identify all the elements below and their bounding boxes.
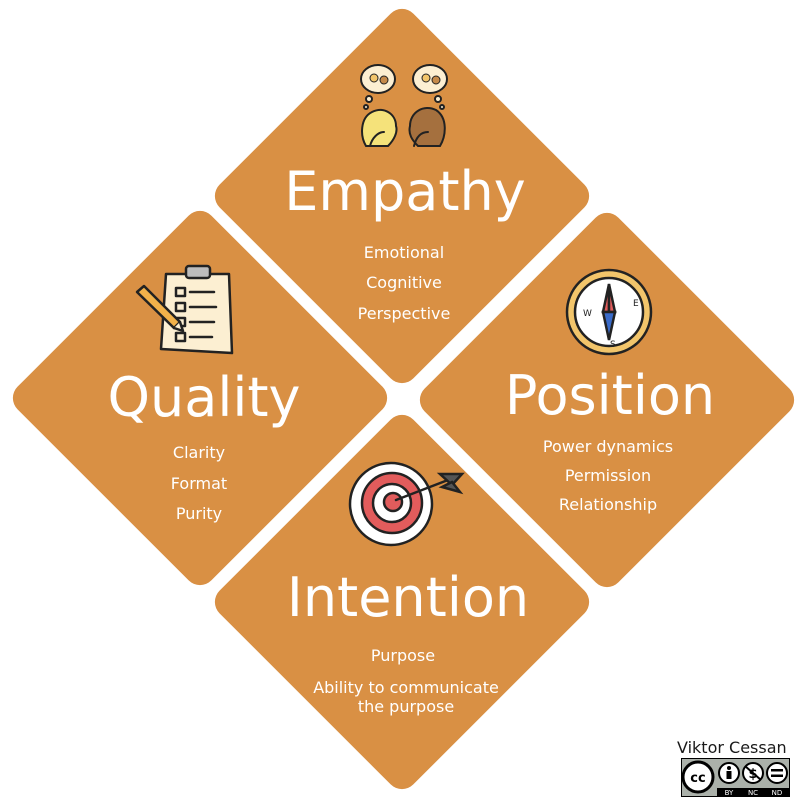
svg-text:W: W (583, 309, 592, 319)
svg-text:E: E (633, 299, 639, 309)
quality-diamond (12, 210, 388, 586)
svg-text:S: S (610, 340, 616, 350)
quality-item-clarity: Clarity (173, 443, 225, 462)
author-name: Viktor Cessan (677, 738, 787, 757)
position-diamond (419, 212, 795, 588)
compass-icon: E S W (565, 268, 653, 356)
intention-item-purpose: Purpose (371, 646, 435, 665)
quality-title: Quality (108, 366, 301, 429)
svg-text:$: $ (748, 767, 757, 782)
cc-icon: cc (681, 760, 715, 794)
license-label-nc: NC (748, 789, 758, 797)
empathy-item-cognitive: Cognitive (366, 273, 442, 292)
license-label-by: BY (725, 789, 734, 797)
empathy-item-emotional: Emotional (364, 243, 444, 262)
intention-item-ability-line1: Ability to communicate (313, 678, 499, 697)
quality-item-format: Format (171, 474, 227, 493)
license-label-nd: ND (772, 789, 783, 797)
position-item-relationship: Relationship (559, 495, 657, 514)
people-thinking-icon (360, 64, 448, 147)
target-arrow-icon (348, 461, 465, 547)
empathy-title: Empathy (284, 160, 525, 223)
svg-text:cc: cc (690, 771, 705, 786)
position-item-power-dynamics: Power dynamics (543, 437, 673, 456)
quality-item-purity: Purity (176, 504, 222, 523)
position-title: Position (505, 364, 715, 427)
empathy-item-perspective: Perspective (358, 304, 451, 323)
clipboard-checklist-icon (135, 264, 234, 355)
noderivatives-icon (766, 762, 788, 784)
intention-diamond (214, 414, 590, 790)
noncommercial-icon: $ (742, 762, 764, 784)
intention-item-ability-line2: the purpose (358, 697, 454, 716)
attribution-icon (718, 762, 740, 784)
empathy-diamond (214, 8, 590, 384)
intention-title: Intention (287, 566, 529, 629)
position-item-permission: Permission (565, 466, 651, 485)
cc-license-badge: cc $ BY NC ND (681, 758, 790, 797)
